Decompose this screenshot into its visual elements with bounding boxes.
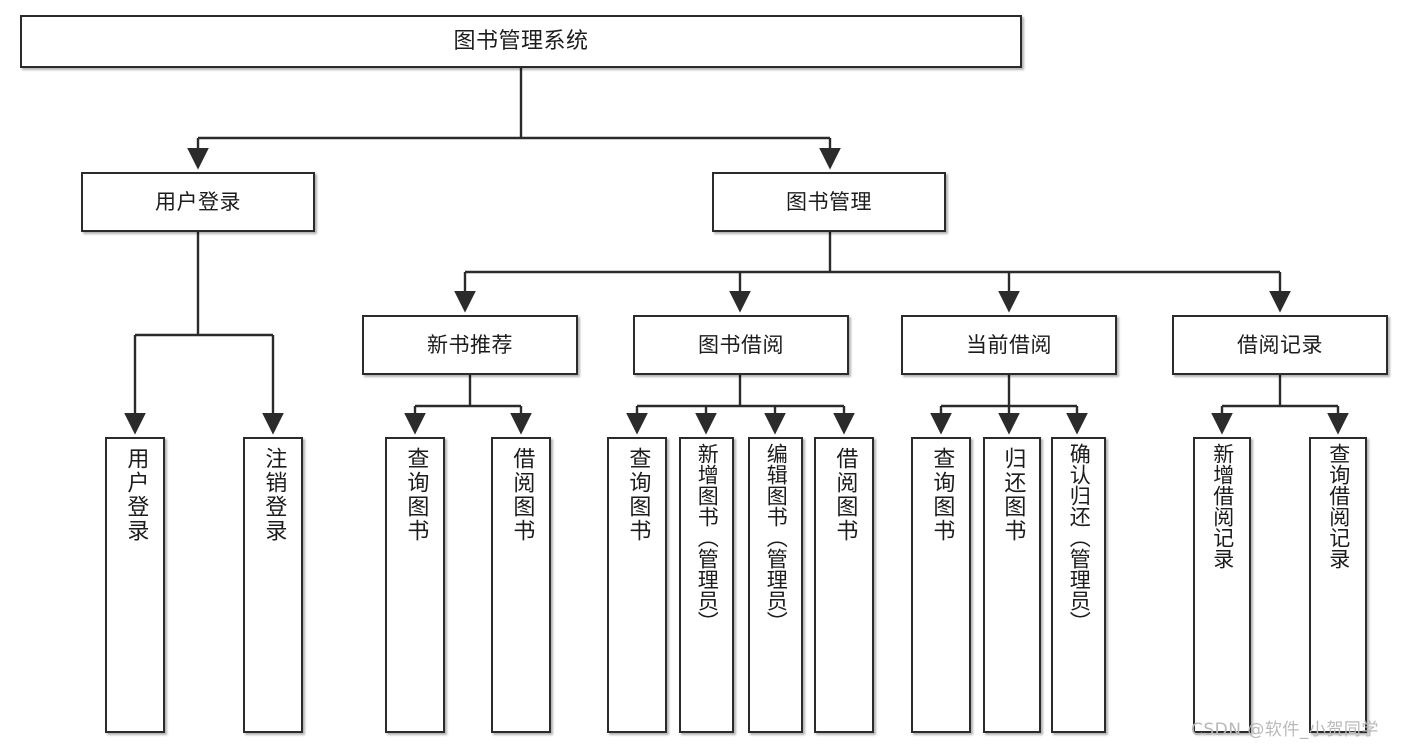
node-leaf-edit-book[interactable]: 编辑图书（管理员）	[748, 437, 803, 733]
node-new-book-recommend[interactable]: 新书推荐	[362, 315, 578, 375]
node-current-borrow-label: 当前借阅	[966, 332, 1052, 357]
node-book-manage[interactable]: 图书管理	[712, 172, 946, 232]
node-leaf-edit-book-label: 编辑图书（管理员）	[764, 443, 789, 632]
node-user-login-label: 用户登录	[155, 189, 241, 214]
node-leaf-add-record-label: 新增借阅记录	[1210, 443, 1235, 569]
node-leaf-query-book-2[interactable]: 查询图书	[607, 437, 667, 733]
node-leaf-query-book-3[interactable]: 查询图书	[911, 437, 971, 733]
node-leaf-borrow-book-2[interactable]: 借阅图书	[814, 437, 874, 733]
node-leaf-query-record-label: 查询借阅记录	[1326, 443, 1351, 569]
node-book-manage-label: 图书管理	[786, 189, 872, 214]
node-new-book-recommend-label: 新书推荐	[427, 332, 513, 357]
node-leaf-logout-label: 注销登录	[261, 447, 287, 543]
node-leaf-borrow-book-1[interactable]: 借阅图书	[491, 437, 551, 733]
node-leaf-logout[interactable]: 注销登录	[243, 437, 303, 733]
node-leaf-borrow-book-1-label: 借阅图书	[509, 447, 535, 543]
node-leaf-query-book-1[interactable]: 查询图书	[385, 437, 445, 733]
node-leaf-add-record[interactable]: 新增借阅记录	[1193, 437, 1251, 733]
node-leaf-return-book[interactable]: 归还图书	[983, 437, 1041, 733]
node-leaf-query-book-1-label: 查询图书	[403, 447, 429, 543]
node-leaf-return-book-label: 归还图书	[1000, 447, 1026, 543]
node-leaf-add-book-label: 新增图书（管理员）	[695, 443, 720, 632]
node-user-login[interactable]: 用户登录	[81, 172, 315, 232]
node-leaf-query-book-2-label: 查询图书	[625, 447, 651, 543]
node-leaf-borrow-book-2-label: 借阅图书	[832, 447, 858, 543]
node-borrow-record[interactable]: 借阅记录	[1172, 315, 1388, 375]
node-book-borrow[interactable]: 图书借阅	[633, 315, 849, 375]
node-book-borrow-label: 图书借阅	[698, 332, 784, 357]
csdn-watermark: CSDN @软件_小贺同学	[1191, 720, 1379, 740]
node-root-label: 图书管理系统	[453, 28, 589, 54]
node-borrow-record-label: 借阅记录	[1237, 332, 1323, 357]
node-root[interactable]: 图书管理系统	[20, 15, 1022, 68]
node-leaf-add-book[interactable]: 新增图书（管理员）	[679, 437, 734, 733]
node-leaf-user-login-label: 用户登录	[123, 447, 149, 543]
node-leaf-query-book-3-label: 查询图书	[929, 447, 955, 543]
node-leaf-query-record[interactable]: 查询借阅记录	[1309, 437, 1367, 733]
node-current-borrow[interactable]: 当前借阅	[901, 315, 1117, 375]
node-leaf-confirm-return-label: 确认归还（管理员）	[1067, 443, 1092, 632]
node-leaf-user-login[interactable]: 用户登录	[105, 437, 165, 733]
node-leaf-confirm-return[interactable]: 确认归还（管理员）	[1051, 437, 1106, 733]
